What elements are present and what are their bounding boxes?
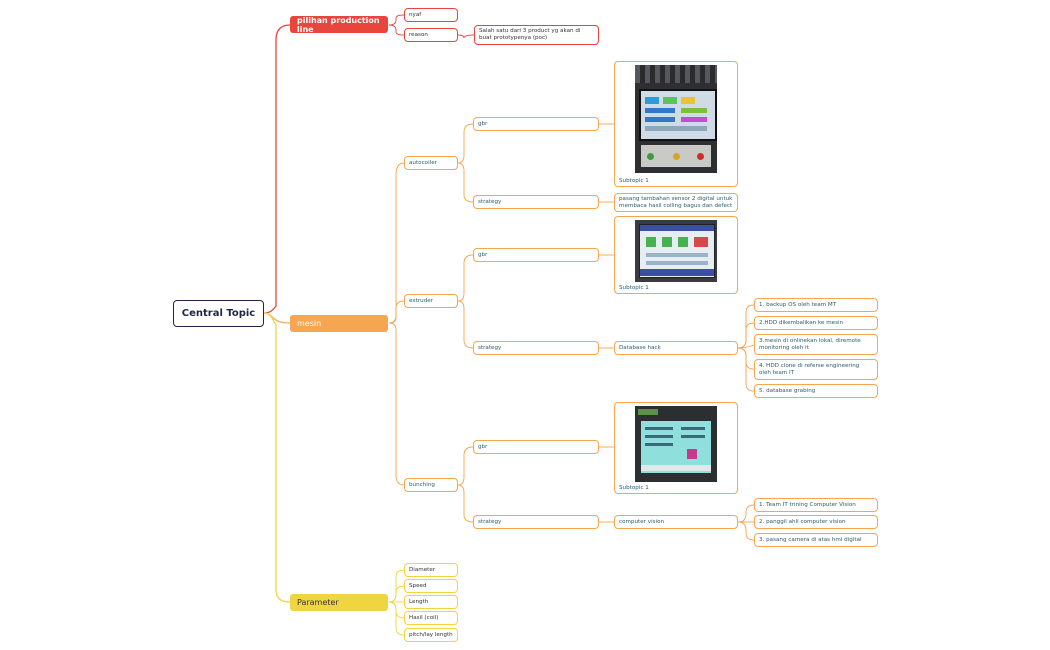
topic-bunching[interactable]: bunching — [404, 478, 458, 492]
autocoiler-image-caption: Subtopic 1 — [619, 178, 649, 184]
parameter-length[interactable]: Length — [404, 595, 458, 609]
extruder-step-4[interactable]: 4. HDD clone di referse engineering oleh… — [754, 359, 878, 380]
topic-autocoiler-strategy[interactable]: strategy — [473, 195, 599, 209]
topic-autocoiler-gbr[interactable]: gbr — [473, 117, 599, 131]
topic-bunching-strategy[interactable]: strategy — [473, 515, 599, 529]
bunching-hmi-photo — [635, 406, 717, 482]
bunching-step-2[interactable]: 2. panggil ahli computer vision — [754, 515, 878, 529]
central-topic[interactable]: Central Topic — [173, 300, 264, 327]
topic-autocoiler[interactable]: autocoiler — [404, 156, 458, 170]
topic-extruder-strategy-detail[interactable]: Database hack — [614, 341, 738, 355]
parameter-diameter[interactable]: Diameter — [404, 563, 458, 577]
bunching-step-1[interactable]: 1. Team IT trining Computer Vision — [754, 498, 878, 512]
extruder-step-2[interactable]: 2.HDD dikembalikan ke mesin — [754, 316, 878, 330]
bunching-image-topic[interactable]: Subtopic 1 — [614, 402, 738, 494]
extruder-step-5[interactable]: 5. database grabing — [754, 384, 878, 398]
topic-nyaf[interactable]: nyaf — [404, 8, 458, 22]
parameter-speed[interactable]: Speed — [404, 579, 458, 593]
topic-autocoiler-strategy-detail[interactable]: pasang tambahan sensor 2 digital untuk m… — [614, 193, 738, 212]
bunching-step-3[interactable]: 3. pasang camera di atas hmi digital — [754, 533, 878, 547]
extruder-step-3[interactable]: 3.mesin di onlinekan lokal, diremote mon… — [754, 334, 878, 355]
topic-bunching-gbr[interactable]: gbr — [473, 440, 599, 454]
branch-pilihan-production-line[interactable]: pilihan production line — [290, 16, 388, 34]
topic-reason-detail[interactable]: Salah satu dari 3 product yg akan di bua… — [474, 25, 599, 45]
autocoiler-hmi-photo — [635, 65, 717, 173]
autocoiler-image-topic[interactable]: Subtopic 1 — [614, 61, 738, 187]
bunching-image-caption: Subtopic 1 — [619, 485, 649, 491]
extruder-image-caption: Subtopic 1 — [619, 285, 649, 291]
topic-reason[interactable]: reason — [404, 28, 458, 42]
parameter-pitch-lay-length[interactable]: pitch/lay length — [404, 628, 458, 642]
topic-bunching-strategy-detail[interactable]: computer vision — [614, 515, 738, 529]
topic-extruder-gbr[interactable]: gbr — [473, 248, 599, 262]
branch-parameter[interactable]: Parameter — [290, 594, 388, 611]
extruder-image-topic[interactable]: Subtopic 1 — [614, 216, 738, 294]
parameter-hasil-coil[interactable]: Hasil (coil) — [404, 611, 458, 625]
topic-extruder[interactable]: extruder — [404, 294, 458, 308]
topic-extruder-strategy[interactable]: strategy — [473, 341, 599, 355]
branch-mesin[interactable]: mesin — [290, 315, 388, 332]
extruder-hmi-photo — [635, 220, 717, 282]
extruder-step-1[interactable]: 1. backup OS oleh team MT — [754, 298, 878, 312]
